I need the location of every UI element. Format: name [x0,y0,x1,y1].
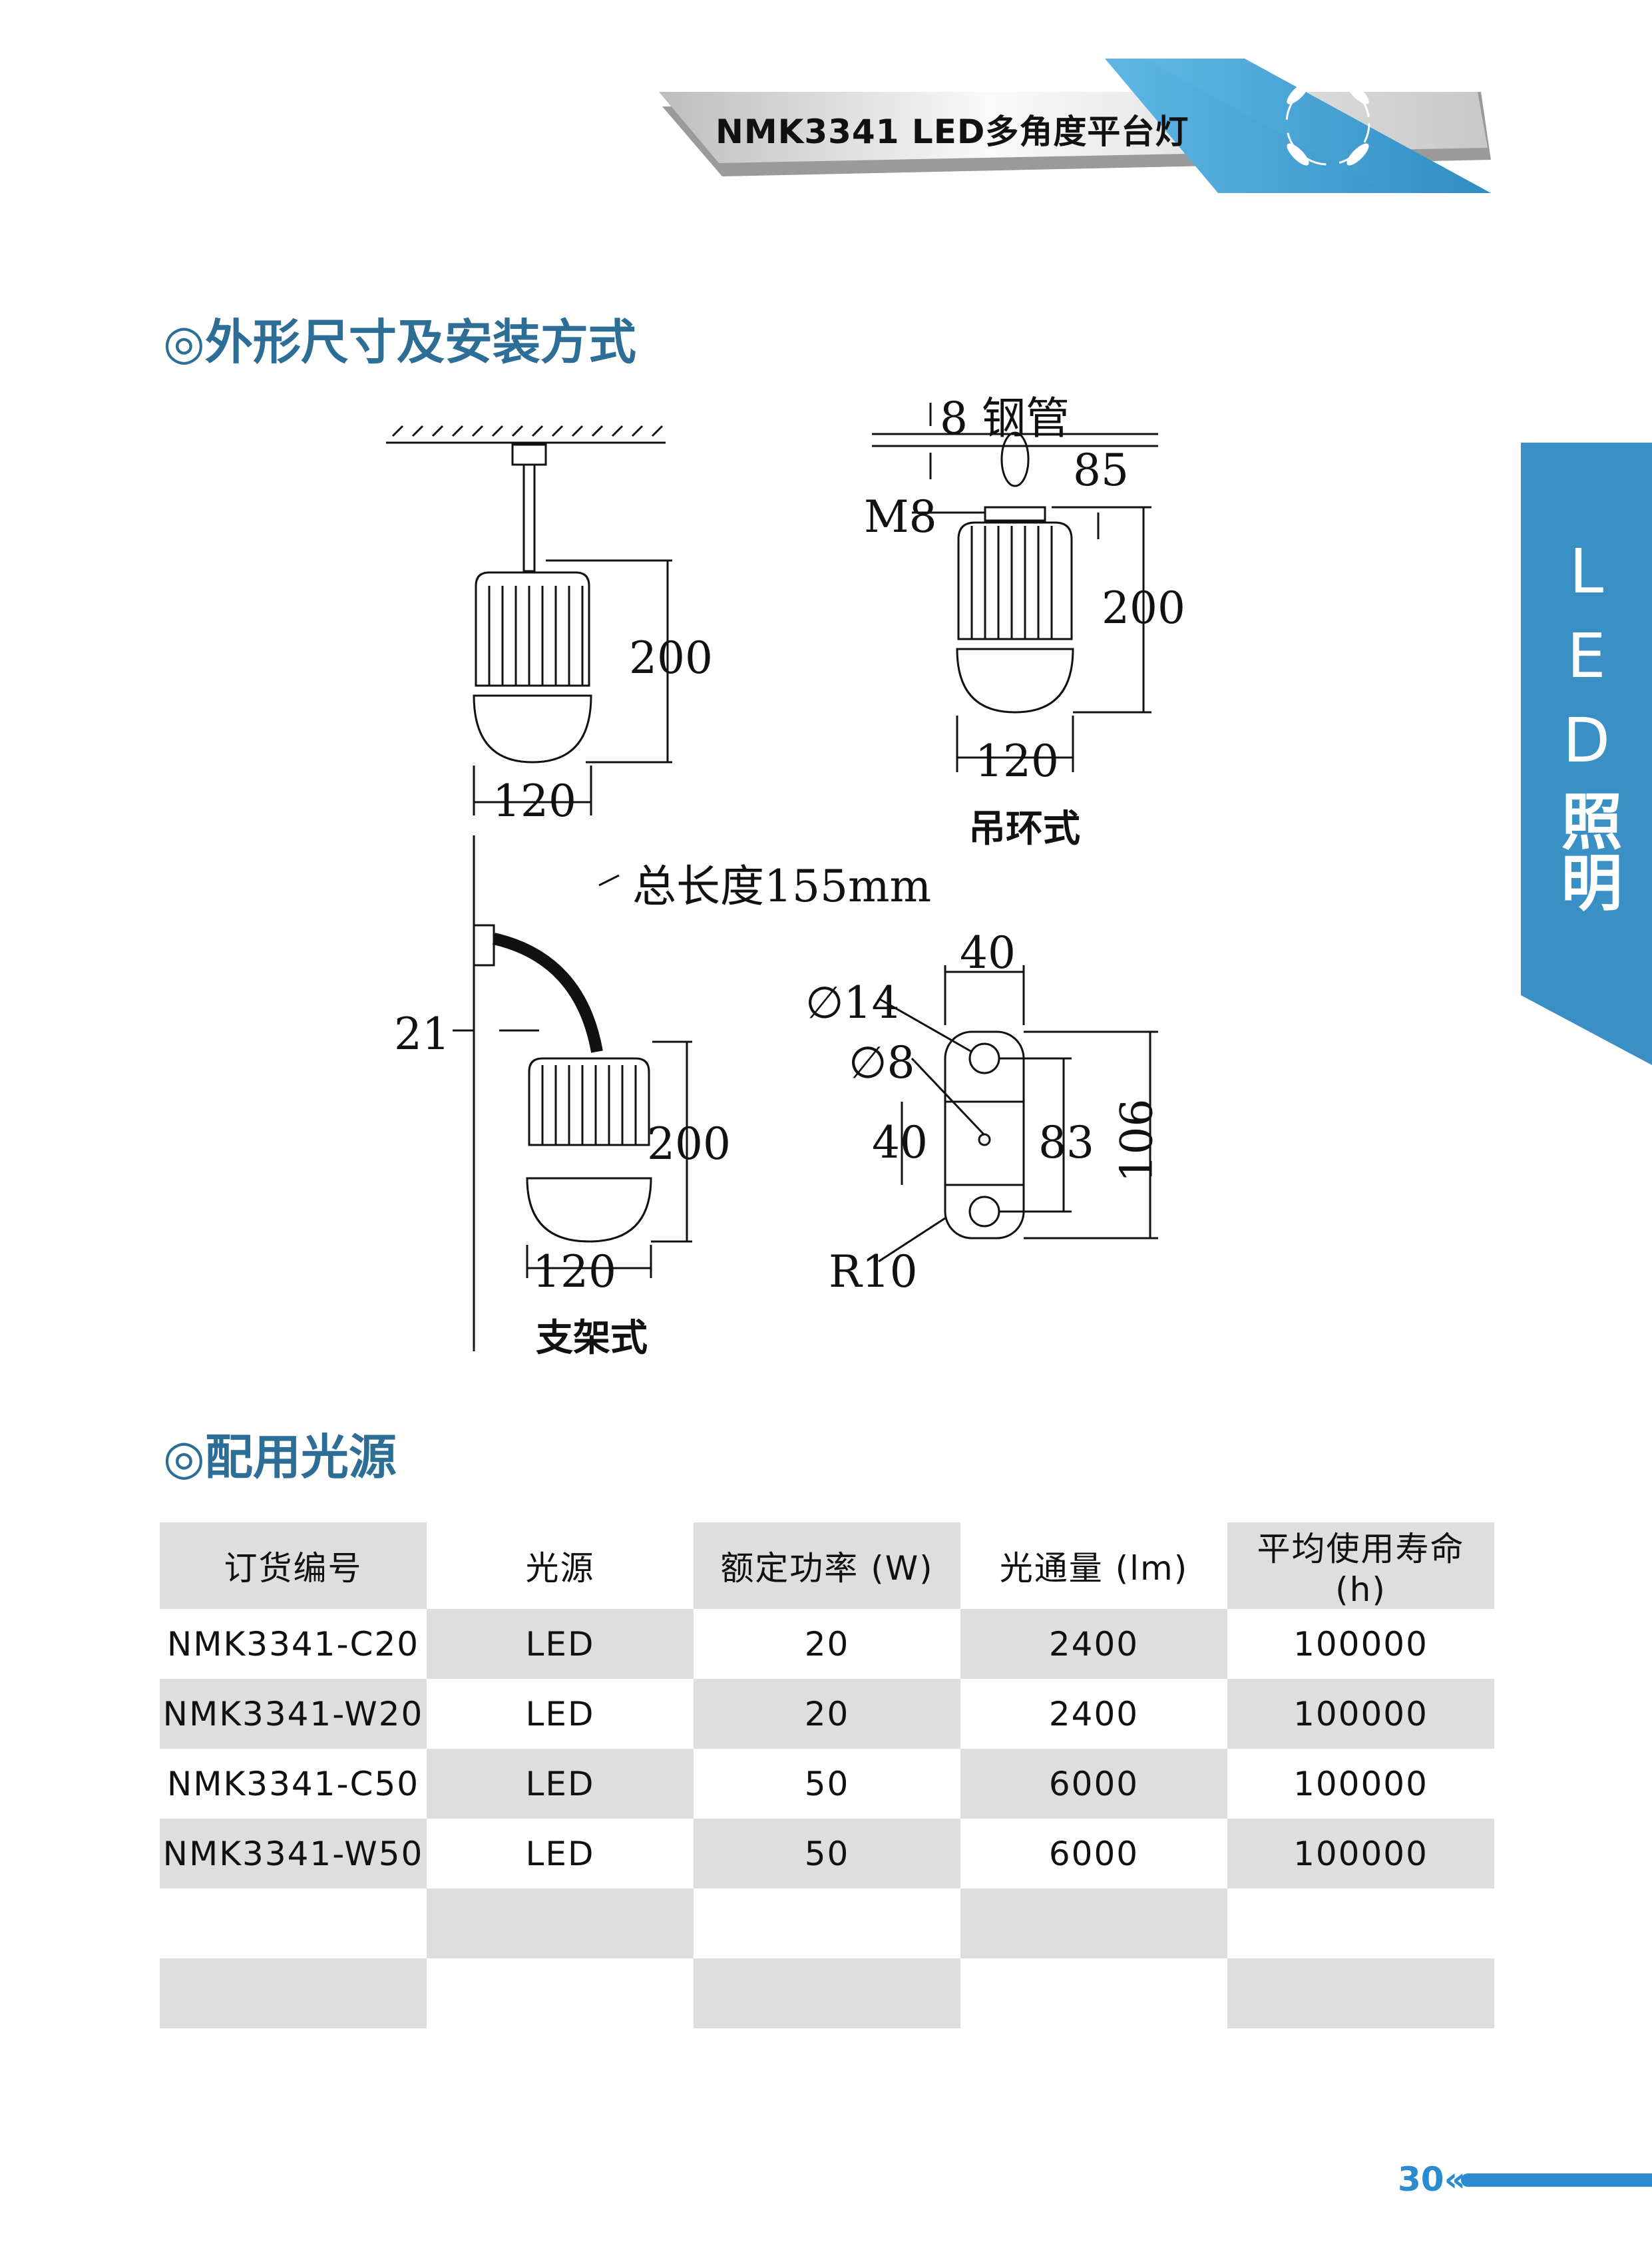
bracket-length-label: 总长度155mm [632,861,932,912]
cell: 20 [804,1624,850,1664]
mounting-plate-drawing [878,965,1158,1263]
cell: 2400 [1048,1694,1139,1733]
table-row: NMK3341-W50 LED 50 6000 100000 [160,1819,1494,1889]
plate-hole-large-label: ∅14 [805,977,900,1028]
cell: NMK3341-W20 [160,1679,427,1749]
ring-width-label: 120 [975,736,1059,787]
plate-radius-label: R10 [829,1246,918,1297]
header-flux: 光通量 (lm) [999,1549,1189,1588]
table-row [160,1958,1494,2028]
cell: LED [427,1749,694,1819]
cell: LED [525,1694,595,1733]
page-number: 30« [1398,2160,1466,2199]
cell [960,1889,1227,1958]
cell: NMK3341-W50 [160,1819,427,1889]
table-header-row: 订货编号 光源 额定功率 (W) 光通量 (lm) 平均使用寿命 (h) [160,1522,1494,1609]
ceiling-height-label: 200 [629,632,713,684]
cell: 100000 [1293,1624,1428,1664]
product-title: NMK3341 LED多角度平台灯 [716,112,1189,151]
category-label-cn: 照明 [1551,789,1622,912]
section-title-dimensions: ◎外形尺寸及安装方式 [163,314,636,370]
header-source: 光源 [525,1549,595,1588]
bracket-mount-drawing [453,835,692,1351]
ring-caption: 吊环式 [968,807,1080,851]
cell: 50 [804,1764,850,1803]
ring-bolt-label: M8 [864,491,937,543]
cell: 100000 [1293,1764,1428,1803]
bracket-width-label: 120 [532,1246,616,1297]
cell: 20 [694,1679,960,1749]
cell [160,1889,427,1958]
cell [427,1958,694,2028]
bracket-caption: 支架式 [536,1317,648,1360]
cell [160,1958,427,2028]
plate-spacing-label: 40 [872,1117,928,1168]
cell: LED [525,1834,595,1873]
light-source-table: 订货编号 光源 额定功率 (W) 光通量 (lm) 平均使用寿命 (h) NMK… [160,1522,1494,2028]
cell: 2400 [960,1609,1227,1679]
cell: NMK3341-C20 [166,1624,420,1664]
dimension-drawings [386,403,1158,1351]
cell [694,1889,960,1958]
header-life: 平均使用寿命 (h) [1227,1522,1494,1609]
ceiling-mount-drawing [386,425,672,815]
footer-bar [1461,2173,1652,2187]
ring-height-label: 200 [1102,582,1185,634]
cell: 6000 [960,1749,1227,1819]
header-order-no: 订货编号 [160,1522,427,1609]
cell: NMK3341-C50 [166,1764,420,1803]
bracket-offset-label: 21 [394,1009,450,1060]
cell: 100000 [1227,1819,1494,1889]
header-power: 额定功率 (W) [694,1522,960,1609]
header-banner [659,59,1491,193]
ring-mount-drawing [872,403,1158,772]
ceiling-width-label: 120 [493,776,576,827]
category-tab: LED 照明 [1521,443,1652,1065]
cell [1227,1958,1494,2028]
table-row [160,1889,1494,1958]
cell: 6000 [1048,1834,1139,1873]
cell [1227,1889,1494,1958]
cell [427,1889,694,1958]
plate-83-label: 83 [1038,1117,1094,1168]
plate-hole-small-label: ∅8 [849,1037,915,1088]
cell: LED [427,1609,694,1679]
table-row: NMK3341-W20 LED 20 2400 100000 [160,1679,1494,1749]
plate-106-label: 106 [1111,1098,1163,1183]
bracket-height-label: 200 [647,1118,731,1170]
ring-pipe-dim-label: 85 [1073,445,1129,496]
ring-pipe-label: 8 钢管 [940,393,1070,444]
page-number-text: 30 [1398,2160,1444,2199]
cell [694,1958,960,2028]
cell: 50 [694,1819,960,1889]
logo-icon [1285,81,1370,166]
category-label-latin: LED [1551,536,1622,789]
cell [960,1958,1227,2028]
plate-top-width-label: 40 [960,927,1016,979]
section-title-light-source: ◎配用光源 [163,1429,397,1485]
cell: 100000 [1227,1679,1494,1749]
